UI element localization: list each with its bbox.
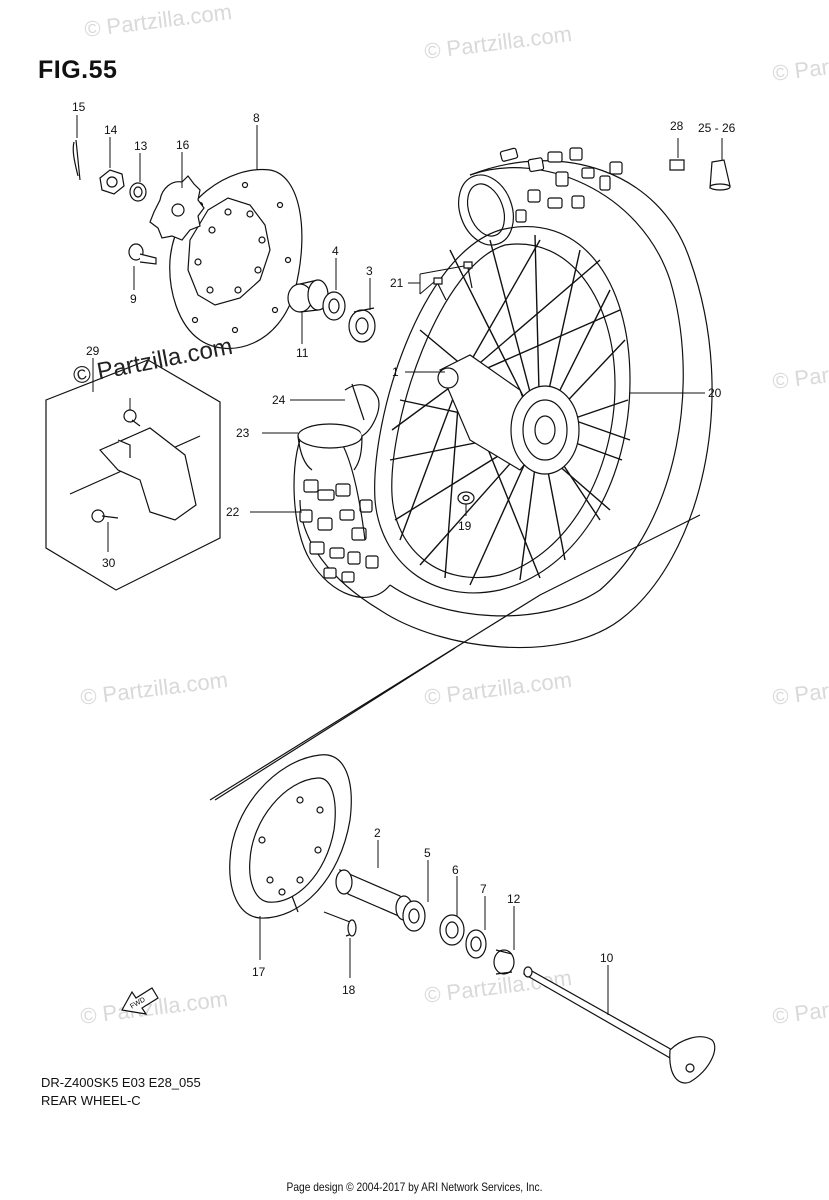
rear-tire [294, 148, 712, 648]
callout-24: 24 [272, 393, 286, 407]
washer [130, 183, 146, 201]
model-caption: DR-Z400SK5 E03 E28_055 REAR WHEEL-C [41, 1074, 201, 1110]
callout-2: 2 [374, 826, 381, 840]
callout-16: 16 [176, 138, 190, 152]
callout-3: 3 [366, 264, 373, 278]
callout-5: 5 [424, 846, 431, 860]
brake-disc [170, 170, 302, 349]
callout-14: 14 [104, 123, 118, 137]
callout-27: 28 [670, 119, 684, 133]
valve-nut [670, 160, 684, 170]
oil-seal-lower [466, 930, 486, 958]
callout-25-26: 25 - 26 [698, 121, 736, 135]
callout-28: 29 [86, 344, 100, 358]
callout-18: 18 [342, 983, 356, 997]
leader-lines [77, 115, 722, 1015]
callout-20: 20 [708, 386, 722, 400]
fwd-arrow-icon [122, 988, 158, 1014]
disc-bolt [129, 244, 156, 264]
figure-title: FIG.55 [38, 56, 118, 84]
callout-4: 4 [332, 244, 339, 258]
axle-nut [100, 170, 124, 194]
footer-credit: Page design © 2004-2017 by ARI Network S… [286, 1180, 543, 1194]
hub [438, 355, 579, 474]
guard-bolt [92, 410, 140, 522]
axle-spacer [336, 870, 412, 920]
callout-7: 7 [480, 882, 487, 896]
rim-band [298, 384, 379, 470]
sprocket-bolt [324, 912, 356, 936]
callout-11: 11 [296, 346, 309, 360]
callout-23: 23 [236, 426, 250, 440]
callout-21: 21 [390, 276, 404, 290]
callout-6: 6 [452, 863, 459, 877]
chain-guard [100, 428, 196, 520]
rear-sprocket [230, 755, 352, 918]
callout-8: 8 [253, 111, 260, 125]
small-sprocket [150, 176, 204, 240]
rear-axle [524, 967, 715, 1083]
collar [494, 950, 514, 974]
callout-9: 9 [130, 292, 137, 306]
callout-29: 30 [102, 556, 116, 570]
model-code: DR-Z400SK5 E03 E28_055 [41, 1075, 201, 1090]
callout-10: 10 [600, 951, 614, 965]
oil-seal [323, 292, 345, 320]
valve-cap [710, 160, 730, 190]
callout-17: 17 [252, 965, 266, 979]
callout-22: 22 [226, 505, 240, 519]
bearing-lower [403, 901, 425, 931]
callout-13: 13 [134, 139, 148, 153]
callout-1: 1 [392, 365, 399, 379]
cotter-pin [73, 140, 80, 180]
valve [458, 492, 474, 504]
callout-19: 19 [458, 519, 472, 533]
spoke-nipples [434, 262, 472, 300]
spacer-lower [440, 915, 464, 945]
callout-15: 15 [72, 100, 86, 114]
callout-12: 12 [507, 892, 521, 906]
bearing [349, 308, 375, 342]
section-name: REAR WHEEL-C [41, 1093, 141, 1108]
